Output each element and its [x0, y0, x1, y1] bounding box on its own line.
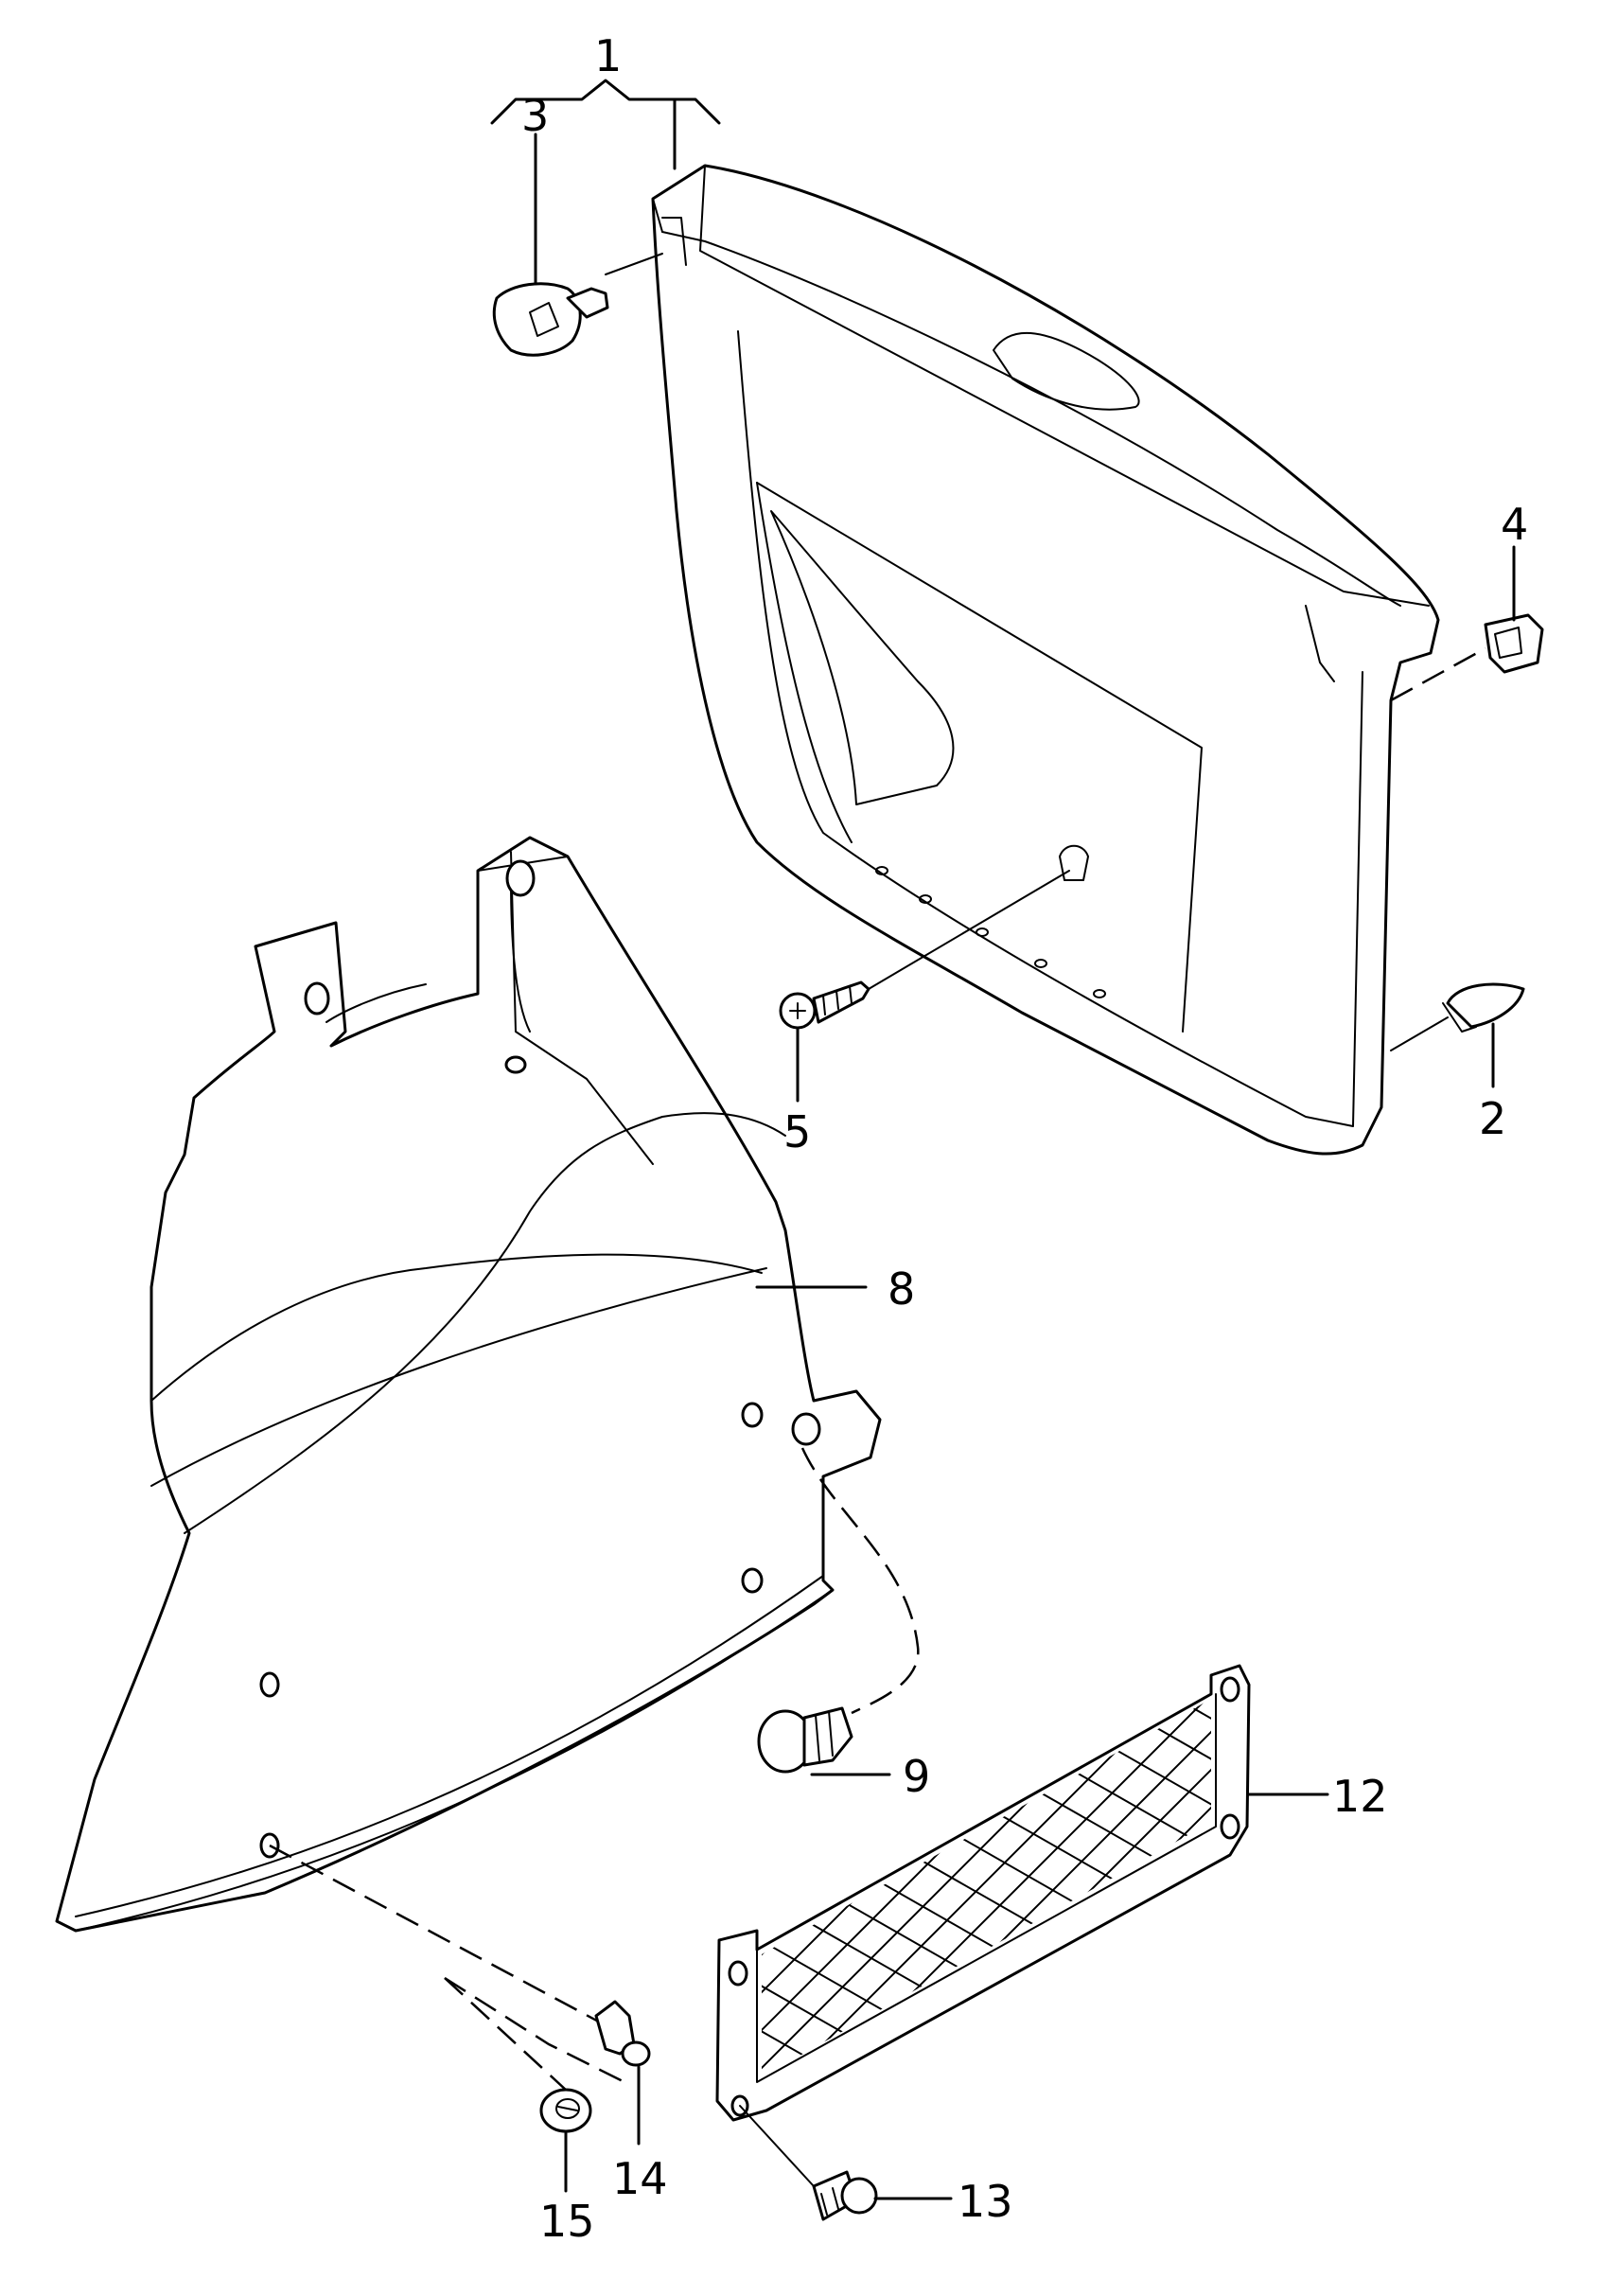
rotary-fastener: [492, 253, 663, 357]
dashed-path-9: [800, 1447, 920, 1715]
callout-8: 8: [888, 1263, 915, 1315]
callout-3: 3: [521, 90, 549, 141]
expanding-nut: [594, 2000, 651, 2067]
clip-right: [1390, 613, 1544, 702]
leader-lines: [490, 79, 1516, 2200]
spreader-clip: [1390, 982, 1525, 1051]
callout-14: 14: [612, 2153, 668, 2204]
callout-15: 15: [539, 2196, 595, 2247]
screw-lower: [739, 2105, 878, 2221]
callout-5: 5: [783, 1106, 811, 1157]
callout-labels: 1 2 3 4 5 8 9 12 13 14 15: [521, 30, 1528, 2247]
trim-panel-lower: [55, 836, 882, 1933]
dashed-path-14: [269, 1844, 607, 2027]
callout-1: 1: [594, 30, 622, 81]
dashed-path-15-b: [444, 1977, 569, 2093]
trim-panel-upper: [651, 164, 1440, 1156]
dashed-path-15-a: [444, 1976, 625, 2084]
callout-4: 4: [1501, 499, 1528, 550]
callout-9: 9: [903, 1751, 930, 1802]
push-rivet: [757, 1706, 853, 1774]
callout-13: 13: [958, 2176, 1013, 2227]
retaining-clip: [539, 2088, 592, 2133]
callout-2: 2: [1479, 1093, 1506, 1144]
screw-upper: [779, 870, 1070, 1030]
callout-12: 12: [1332, 1771, 1388, 1822]
